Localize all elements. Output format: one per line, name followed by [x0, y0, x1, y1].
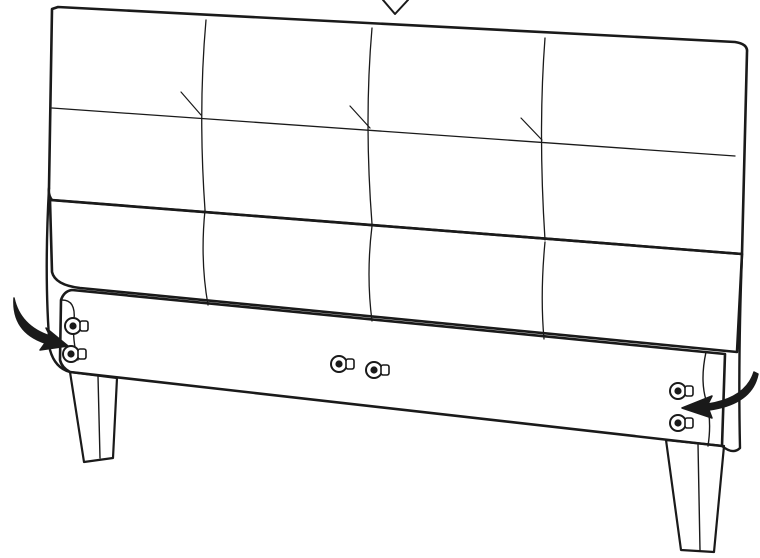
bolt-icon — [331, 356, 354, 372]
bolt-icon — [65, 318, 88, 334]
view-direction-marker-icon — [383, 0, 408, 14]
bolt-icon — [366, 362, 389, 378]
base-board — [60, 290, 725, 446]
bolt-icon — [670, 383, 693, 399]
bolt-icon — [63, 346, 86, 362]
upper-cushion — [49, 7, 747, 254]
lower-cushion — [50, 200, 742, 352]
right-leg — [666, 440, 724, 552]
bolt-icon — [670, 415, 693, 431]
left-leg — [70, 372, 117, 462]
